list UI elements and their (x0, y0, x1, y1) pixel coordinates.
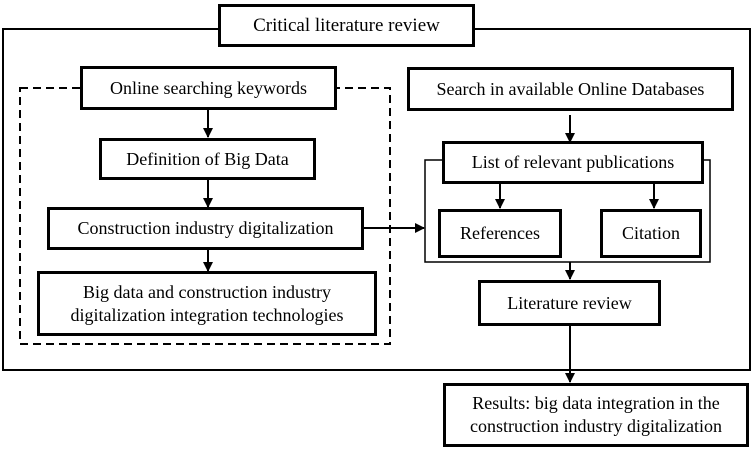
definition-box: Definition of Big Data (99, 138, 316, 180)
integration-line-1: Big data and construction industry (83, 281, 331, 302)
results-box: Results: big data integration in the con… (443, 383, 749, 447)
results-line-1: Results: big data integration in the (472, 393, 720, 413)
references-box: References (438, 209, 562, 258)
keywords-box: Online searching keywords (80, 66, 337, 110)
publications-box: List of relevant publications (442, 141, 704, 184)
results-line-2: construction industry digitalization (470, 416, 722, 436)
search-databases-box: Search in available Online Databases (407, 67, 734, 111)
digitalization-box: Construction industry digitalization (47, 207, 364, 250)
literature-review-box: Literature review (478, 280, 661, 326)
critical-review-title: Critical literature review (218, 4, 475, 47)
integration-line-2: digitalization integration technologies (70, 304, 344, 325)
citation-box: Citation (600, 209, 702, 258)
integration-box: Big data and construction industry digit… (37, 271, 377, 336)
